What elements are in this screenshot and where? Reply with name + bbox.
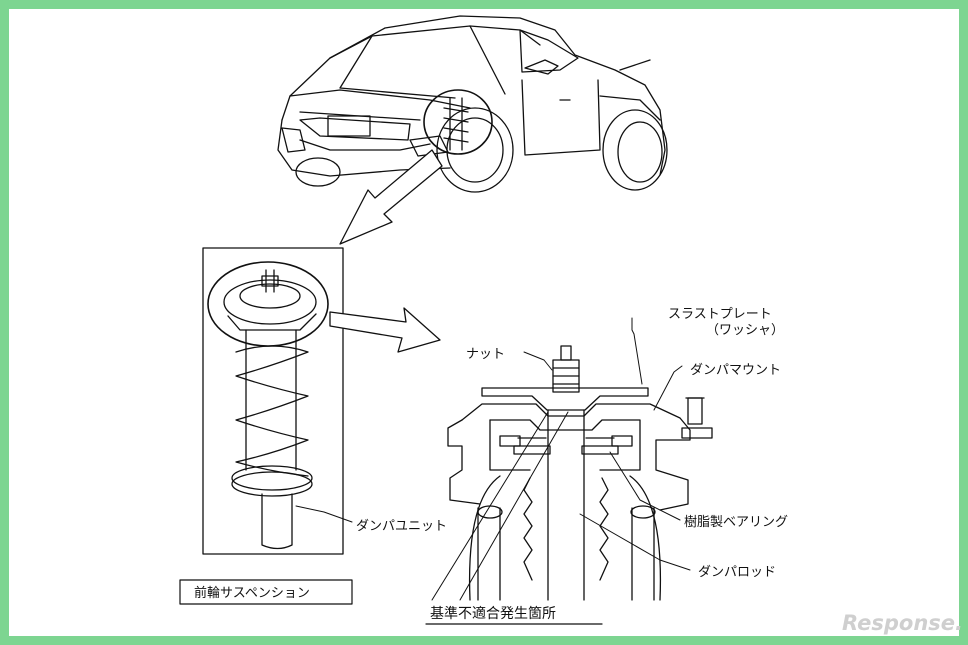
label-thrust-plate: スラストプレート xyxy=(668,307,772,322)
strut-cross-section xyxy=(447,345,713,601)
leader-lines xyxy=(295,317,691,601)
label-resin-bearing: 樹脂製ベアリング xyxy=(684,515,788,530)
front-suspension-caption-box xyxy=(179,579,353,605)
car-illustration xyxy=(277,15,668,193)
label-damper-mount: ダンパマウント xyxy=(690,363,781,378)
response-watermark: Response. xyxy=(842,611,963,635)
arrow-car-to-assembly xyxy=(339,149,443,245)
label-damper-rod: ダンパロッド xyxy=(698,565,776,580)
label-nut: ナット xyxy=(466,347,505,362)
label-washer: （ワッシャ） xyxy=(706,323,784,338)
label-front-suspension: 前輪サスペンション xyxy=(194,585,310,601)
label-damper-unit: ダンパユニット xyxy=(356,519,447,534)
arrow-mount-to-detail xyxy=(329,307,441,353)
label-defect-location: 基準不適合発生箇所 xyxy=(430,605,556,622)
front-suspension-assembly xyxy=(202,247,344,555)
